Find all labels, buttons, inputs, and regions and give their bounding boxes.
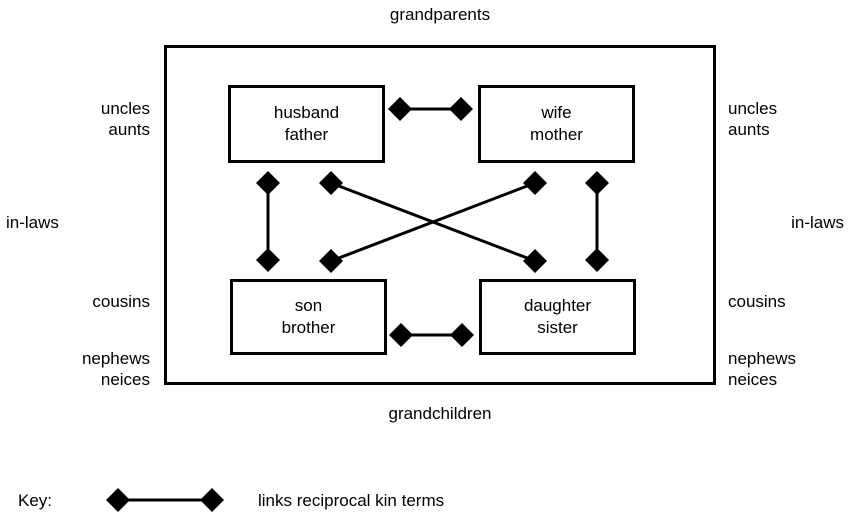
label-right-uncles: uncles (728, 99, 778, 118)
label-grandchildren: grandchildren (388, 404, 492, 423)
box-wife-mother[interactable]: wife mother (478, 85, 635, 163)
label-left-uncles: uncles (100, 99, 150, 118)
label-left-nephews-neices: nephews neices (10, 348, 150, 390)
label-right-nephews-neices: nephews neices (728, 348, 850, 390)
label-left-cousins-text: cousins (92, 292, 150, 311)
diamond-node (106, 488, 130, 512)
key-label: Key: (18, 491, 53, 510)
box-husband-father[interactable]: husband father (228, 85, 385, 163)
label-left-uncles-aunts: uncles aunts (10, 98, 150, 140)
diamond-node (200, 488, 224, 512)
box-daughter-sister-line1: daughter (523, 296, 592, 315)
label-left-aunts: aunts (108, 120, 150, 139)
label-right-uncles-aunts: uncles aunts (728, 98, 850, 140)
label-left-nephews: nephews (81, 349, 150, 368)
box-daughter-sister-line2: sister (537, 318, 578, 337)
label-right-neices: neices (728, 370, 778, 389)
label-left-in-laws: in-laws (6, 212, 146, 233)
label-left-neices: neices (100, 370, 150, 389)
label-right-cousins: cousins (728, 291, 850, 312)
outer-family-frame (164, 45, 716, 385)
key-connector-swatch (106, 488, 224, 512)
label-right-nephews: nephews (728, 349, 797, 368)
label-right-cousins-text: cousins (728, 292, 786, 311)
label-grandparents: grandparents (389, 5, 491, 24)
label-right-in-laws: in-laws (704, 212, 844, 233)
box-son-brother[interactable]: son brother (230, 279, 387, 355)
label-left-in-laws-text: in-laws (6, 213, 59, 232)
box-husband-father-line1: husband (273, 103, 340, 122)
box-husband-father-line2: father (284, 125, 329, 144)
label-left-cousins: cousins (10, 291, 150, 312)
key-caption: links reciprocal kin terms (258, 491, 445, 510)
key-legend: Key: links reciprocal kin terms (0, 487, 850, 517)
box-wife-mother-line2: mother (530, 125, 583, 144)
box-son-brother-line2: brother (281, 318, 336, 337)
box-son-brother-line1: son (294, 296, 323, 315)
label-right-in-laws-text: in-laws (791, 213, 844, 232)
box-wife-mother-line1: wife (541, 103, 572, 122)
label-right-aunts: aunts (728, 120, 770, 139)
box-daughter-sister[interactable]: daughter sister (479, 279, 636, 355)
